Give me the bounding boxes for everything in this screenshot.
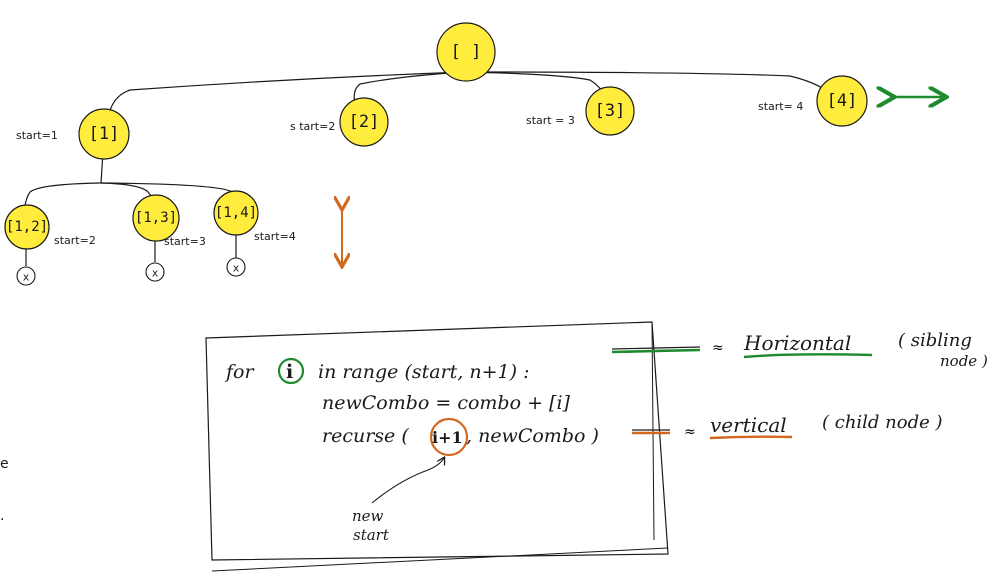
i-plus-1-highlight-circle — [429, 417, 469, 457]
node-circle — [132, 194, 180, 242]
node-circle — [585, 86, 635, 136]
edge-root-to-2 — [353, 71, 466, 106]
code-arg: i+1 — [432, 428, 463, 447]
start-label: start — [353, 526, 390, 544]
tree-edges — [24, 71, 829, 266]
node-circle — [78, 108, 130, 160]
node-circle — [339, 97, 389, 147]
node-circle — [816, 75, 868, 127]
code-box — [205, 321, 669, 572]
approx-symbol: ≈ — [684, 424, 696, 440]
node-label: [1,3] — [135, 210, 177, 226]
tree-node-1-2: [1,2] start=2 x — [4, 204, 96, 286]
horizontal-underline — [743, 353, 873, 359]
edge-1-to-14 — [100, 182, 237, 201]
code-line-1: for i in range (start, n+1) : — [224, 346, 701, 385]
edge-1-to-12 — [24, 182, 102, 207]
code-line-2: newCombo = combo + [i] — [322, 392, 571, 414]
node-label: [2] — [349, 112, 380, 132]
start-label: s tart=2 — [290, 120, 335, 133]
margin-mark-1: e — [0, 456, 9, 472]
edge-root-to-4 — [464, 71, 829, 93]
approx-symbol: ≈ — [712, 340, 724, 356]
tree-node-1-4: [1,4] start=4 x — [213, 190, 296, 277]
code-range: in range (start, n+1) : — [318, 361, 529, 383]
start-label: start=1 — [16, 129, 58, 142]
start-label: start= 4 — [758, 100, 803, 113]
horizontal-word: Horizontal — [743, 331, 851, 355]
leaf-x: x — [23, 271, 30, 284]
tree-node-2: [2] s tart=2 — [290, 97, 389, 147]
tree-node-1-3: [1,3] start=3 x — [132, 194, 206, 282]
node-circle — [4, 204, 50, 250]
node-label: [1,2] — [6, 219, 48, 235]
code-newcombo: , newCombo ) — [466, 425, 599, 447]
leaf-x: x — [152, 267, 159, 280]
edge-root-to-1 — [107, 71, 466, 119]
code-var-i: i — [286, 361, 293, 383]
node-label: [ ] — [451, 42, 482, 62]
leaf-x: x — [233, 262, 240, 275]
child-node-label: ( child node ) — [822, 412, 943, 433]
tree-node-3: [3] start = 3 — [526, 86, 635, 136]
tree-node-1: [1] start=1 — [16, 108, 130, 160]
node-label: [4] — [827, 91, 858, 111]
leaf-circle — [226, 257, 246, 277]
start-label: start=3 — [164, 235, 206, 248]
green-underline-pointer — [611, 348, 701, 354]
tree-node-root: [ ] — [436, 22, 496, 82]
node-label-right: node ) — [940, 352, 988, 370]
start-label: start = 3 — [526, 114, 575, 127]
edge-root-to-3 — [464, 71, 606, 97]
vertical-note: ≈ vertical ( child node ) — [684, 412, 943, 440]
tree-node-4: [4] start= 4 — [758, 75, 868, 127]
node-label: [1] — [89, 124, 120, 144]
new-start-annotation: new start — [352, 458, 444, 544]
leaf-circle — [145, 262, 165, 282]
new-label: new — [352, 507, 384, 525]
start-label: start=2 — [54, 234, 96, 247]
code-line-3: recurse ( i+1 , newCombo ) — [322, 417, 670, 457]
vertical-underline — [709, 435, 793, 440]
sibling-label: ( sibling — [898, 330, 972, 351]
horizontal-note: ≈ Horizontal ( sibling node ) — [712, 330, 988, 370]
code-recurse: recurse ( — [322, 425, 409, 447]
vertical-word: vertical — [710, 413, 787, 437]
leaf-circle — [16, 266, 36, 286]
i-highlight-circle — [277, 357, 305, 385]
node-label: [1,4] — [215, 205, 257, 221]
code-for: for — [224, 361, 255, 383]
start-label: start=4 — [254, 230, 296, 243]
node-circle — [436, 22, 496, 82]
margin-mark-2: . — [0, 508, 4, 524]
node-circle — [213, 190, 259, 236]
node-label: [3] — [595, 101, 626, 121]
